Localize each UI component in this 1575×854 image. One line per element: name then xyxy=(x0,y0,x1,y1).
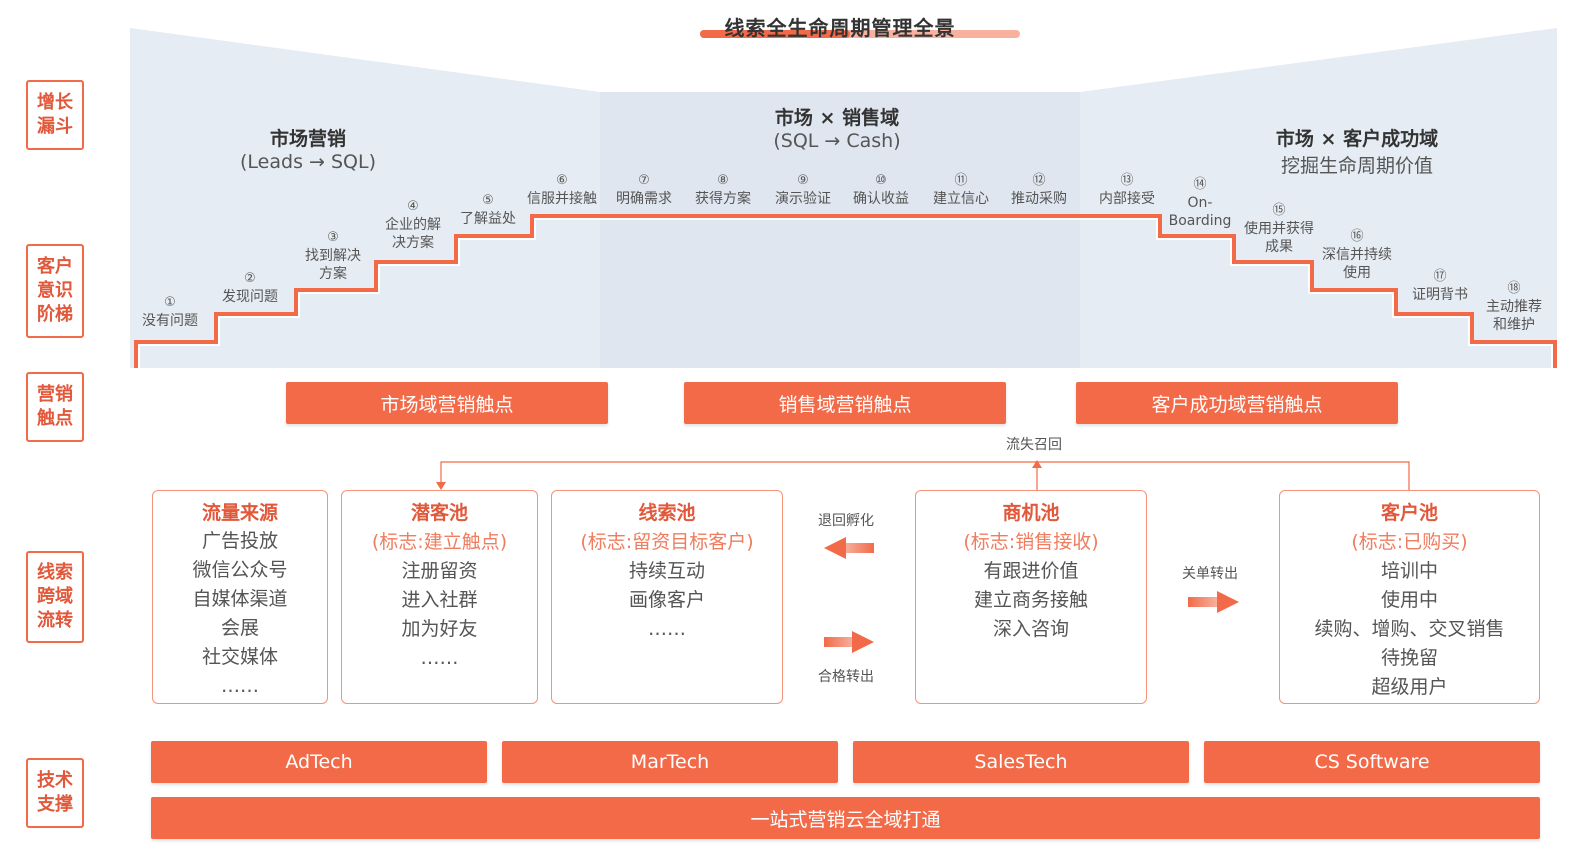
side-label-touchpoints: 营销触点 xyxy=(26,372,84,442)
domain-market-sub: (Leads → SQL) xyxy=(240,151,376,173)
pool-opportunity: 商机池 (标志:销售接收) 有跟进价值 建立商务接触 深入咨询 xyxy=(915,490,1147,704)
pool-traffic-title: 流量来源 xyxy=(201,502,278,524)
tech-adtech[interactable]: AdTech xyxy=(151,741,487,783)
pool-item: 建立商务接触 xyxy=(973,589,1088,611)
pool-item: 培训中 xyxy=(1380,560,1438,582)
pool-traffic: 流量来源 广告投放 微信公众号 自媒体渠道 会展 社交媒体 …… xyxy=(152,490,328,704)
pool-item: 会展 xyxy=(220,617,259,639)
funnel-background xyxy=(130,28,1557,368)
pool-item: 注册留资 xyxy=(401,560,478,582)
domain-success-sub: 挖掘生命周期价值 xyxy=(1280,155,1433,177)
domain-sales: 市场 × 销售域 (SQL → Cash) xyxy=(737,103,937,152)
tech-salestech[interactable]: SalesTech xyxy=(853,741,1189,783)
pool-item: …… xyxy=(648,618,686,640)
pool-customer-sub: (标志:已购买) xyxy=(1351,531,1468,553)
pool-item: 微信公众号 xyxy=(192,559,288,581)
tech-cs-software[interactable]: CS Software xyxy=(1204,741,1540,783)
side-label-funnel: 增长漏斗 xyxy=(26,80,84,150)
touchpoint-market[interactable]: 市场域营销触点 xyxy=(286,382,608,424)
pool-prospect-sub: (标志:建立触点) xyxy=(371,531,508,553)
pool-item: 持续互动 xyxy=(628,560,705,582)
domain-success: 市场 × 客户成功域 挖掘生命周期价值 xyxy=(1237,124,1477,178)
pool-item: …… xyxy=(221,675,259,697)
touchpoint-success[interactable]: 客户成功域营销触点 xyxy=(1076,382,1398,424)
touchpoint-sales[interactable]: 销售域营销触点 xyxy=(684,382,1006,424)
side-label-flow: 线索跨域流转 xyxy=(26,551,84,643)
pool-customer: 客户池 (标志:已购买) 培训中 使用中 续购、增购、交叉销售 待挽留 超级用户 xyxy=(1279,490,1540,704)
domain-sales-sub: (SQL → Cash) xyxy=(773,130,901,152)
pool-leads-title: 线索池 xyxy=(638,502,696,524)
pool-item: 进入社群 xyxy=(401,589,478,611)
label-churn-recall: 流失召回 xyxy=(1006,437,1062,453)
qualified-out-arrow xyxy=(824,631,874,653)
pool-customer-title: 客户池 xyxy=(1380,502,1438,524)
pool-item: 待挽留 xyxy=(1380,647,1438,669)
return-incubate-arrow xyxy=(824,537,874,559)
pool-item: 自媒体渠道 xyxy=(192,588,288,610)
pool-item: 有跟进价值 xyxy=(983,560,1079,582)
pool-item: 超级用户 xyxy=(1371,676,1448,698)
churn-recall-line xyxy=(440,461,1410,490)
awareness-staircase xyxy=(134,214,1557,368)
side-label-tech: 技术支撑 xyxy=(26,758,84,828)
pool-item: 社交媒体 xyxy=(201,646,278,668)
pool-item: 使用中 xyxy=(1380,589,1438,611)
pool-leads: 线索池 (标志:留资目标客户) 持续互动 画像客户 …… xyxy=(551,490,783,704)
pool-item: 画像客户 xyxy=(628,589,705,611)
domain-success-name: 市场 × 客户成功域 xyxy=(1275,128,1439,150)
pool-item: 加为好友 xyxy=(401,618,478,640)
platform-bar[interactable]: 一站式营销云全域打通 xyxy=(151,797,1540,839)
pool-item: 深入咨询 xyxy=(992,618,1069,640)
pool-item: …… xyxy=(420,647,459,669)
label-return-incubate: 退回孵化 xyxy=(818,513,874,529)
side-label-awareness: 客户意识阶梯 xyxy=(26,244,84,338)
domain-market-name: 市场营销 xyxy=(269,128,346,150)
pool-opportunity-sub: (标志:销售接收) xyxy=(963,531,1099,553)
pool-item: 广告投放 xyxy=(201,530,278,552)
pool-prospect: 潜客池 (标志:建立触点) 注册留资 进入社群 加为好友 …… xyxy=(341,490,538,704)
pool-leads-sub: (标志:留资目标客户) xyxy=(580,531,754,553)
page-title: 线索全生命周期管理全景 xyxy=(724,16,956,40)
label-qualified-out: 合格转出 xyxy=(818,669,874,685)
pool-prospect-title: 潜客池 xyxy=(410,502,468,524)
label-close-out: 关单转出 xyxy=(1182,566,1238,582)
domain-sales-name: 市场 × 销售域 xyxy=(774,107,900,129)
pool-opportunity-title: 商机池 xyxy=(1002,502,1060,524)
flow-arrows xyxy=(436,460,1410,653)
tech-martech[interactable]: MarTech xyxy=(502,741,838,783)
pool-item: 续购、增购、交叉销售 xyxy=(1314,618,1505,640)
close-out-arrow xyxy=(1188,591,1239,613)
domain-market: 市场营销 (Leads → SQL) xyxy=(208,124,408,173)
